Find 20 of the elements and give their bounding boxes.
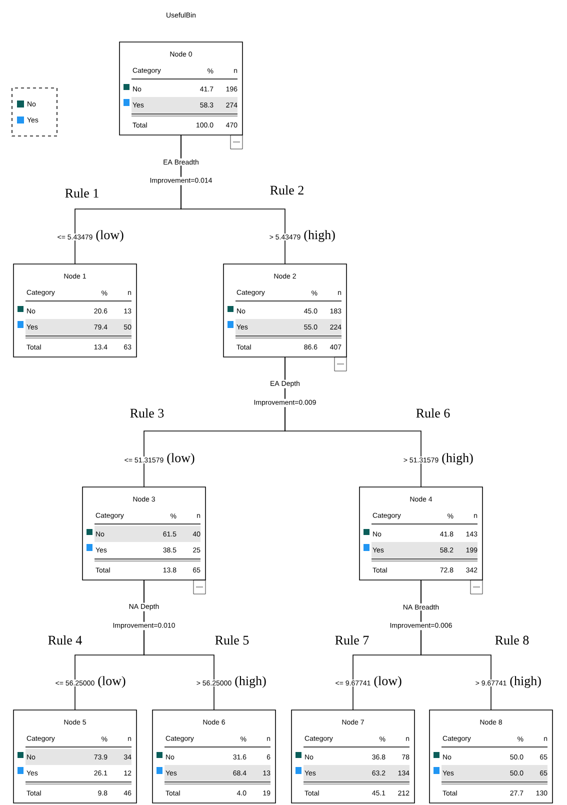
rule-label: Rule 5	[215, 635, 249, 645]
rule-label: Rule 3	[130, 408, 164, 418]
connector	[420, 580, 492, 710]
range-label: (high)	[304, 230, 336, 242]
range-label: (high)	[234, 676, 266, 688]
rule-label: Rule 4	[48, 635, 82, 645]
range-label: (low)	[96, 230, 124, 242]
connector	[144, 580, 214, 710]
rule-label: Rule 1	[65, 188, 98, 198]
connector	[180, 134, 286, 264]
range-label: (high)	[442, 453, 474, 465]
range-label: (high)	[510, 676, 542, 688]
rule-label: Rule 8	[495, 635, 529, 645]
rule-label: Rule 7	[335, 635, 369, 645]
rule-label: Rule 2	[270, 185, 304, 195]
range-label: (low)	[98, 676, 126, 688]
range-label: (low)	[166, 453, 195, 465]
rule-label: Rule 6	[416, 408, 450, 418]
range-label: (low)	[374, 676, 402, 688]
connector	[284, 356, 422, 488]
